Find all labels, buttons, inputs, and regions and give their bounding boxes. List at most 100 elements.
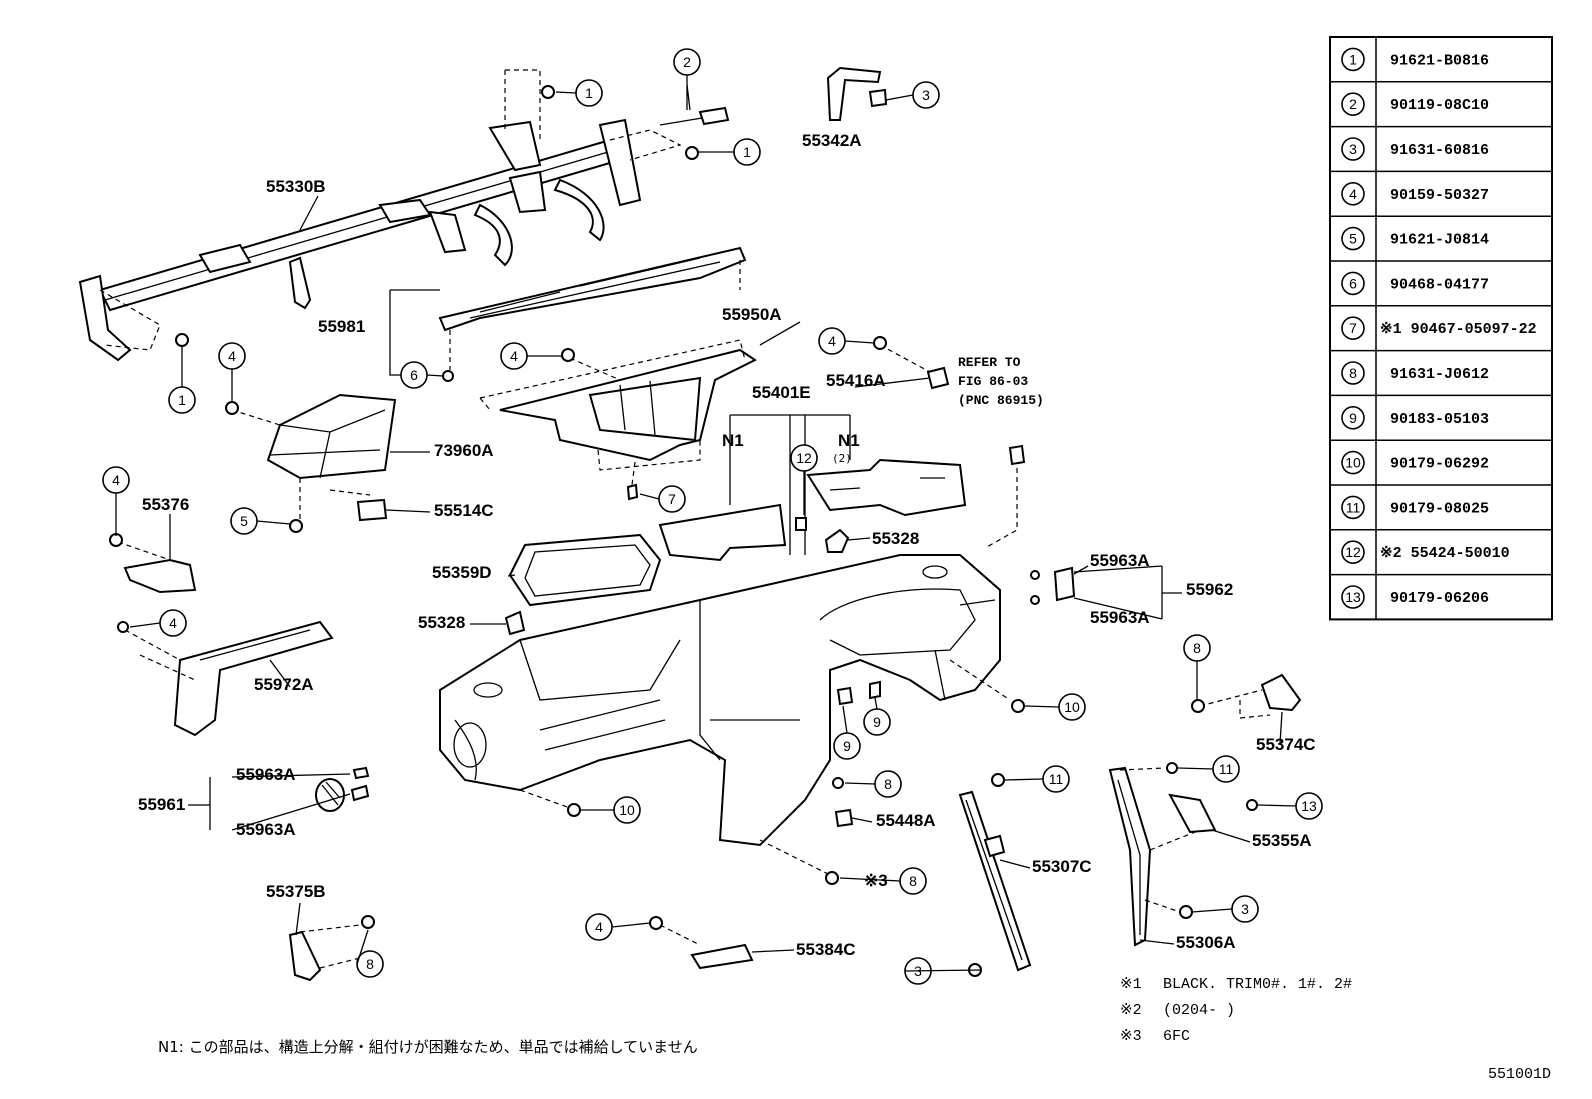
refer-line-1[interactable]: REFER TO: [958, 355, 1021, 370]
callout-number[interactable]: 3: [1241, 901, 1249, 917]
leader-line: [1177, 767, 1214, 770]
part-label-55981[interactable]: 55981: [318, 317, 365, 336]
callout-number[interactable]: 4: [169, 615, 177, 631]
part-label-55950a[interactable]: 55950A: [722, 305, 782, 324]
leader-line: [1073, 565, 1163, 573]
part-label-55448a[interactable]: 55448A: [876, 811, 936, 830]
leader-line: [1279, 711, 1283, 745]
callout-number[interactable]: 4: [112, 472, 120, 488]
part-label-n1b[interactable]: N1: [838, 431, 860, 450]
part-label-55375b[interactable]: 55375B: [266, 882, 326, 901]
parts-table-part-number[interactable]: ※1 90467-05097-22: [1380, 321, 1537, 338]
part-label-55342a[interactable]: 55342A: [802, 131, 862, 150]
parts-table-part-number[interactable]: 91631-J0612: [1390, 366, 1489, 383]
part-label-mark3[interactable]: ※3: [864, 871, 888, 890]
part-label-55374c[interactable]: 55374C: [1256, 735, 1316, 754]
callout-number[interactable]: 13: [1301, 798, 1317, 814]
leader-line: [231, 793, 351, 831]
note-2-mark: ※2: [1120, 1002, 1142, 1019]
part-label-55972a[interactable]: 55972A: [254, 675, 314, 694]
part-label-55359d[interactable]: 55359D: [432, 563, 492, 582]
part-label-55963a_3[interactable]: 55963A: [236, 765, 296, 784]
parts-table-part-number[interactable]: 90179-08025: [1390, 500, 1489, 517]
note-1-text: BLACK. TRIM0#. 1#. 2#: [1163, 976, 1352, 993]
callout-number[interactable]: 8: [366, 956, 374, 972]
callout-number[interactable]: 8: [1193, 640, 1201, 656]
callout-number[interactable]: 12: [796, 450, 812, 466]
leader-line: [751, 949, 795, 953]
part-label-55401e[interactable]: 55401E: [752, 383, 811, 402]
part-label-55376[interactable]: 55376: [142, 495, 189, 514]
part-label-55306a[interactable]: 55306A: [1176, 933, 1236, 952]
callout-number[interactable]: 4: [595, 919, 603, 935]
parts-table-part-number[interactable]: 91621-B0816: [1390, 52, 1489, 69]
callout-number[interactable]: 1: [743, 144, 751, 160]
parts-table-ref-circle: [1341, 47, 1365, 72]
callout-number[interactable]: 7: [668, 491, 676, 507]
callout-number[interactable]: 6: [410, 367, 418, 383]
callout-number[interactable]: 5: [240, 513, 248, 529]
parts-table-ref: 3: [1349, 141, 1357, 157]
leader-line: [885, 94, 914, 101]
refer-line-2[interactable]: FIG 86-03: [958, 374, 1028, 389]
refer-line-3[interactable]: (PNC 86915): [958, 393, 1044, 408]
part-label-55963a_4[interactable]: 55963A: [236, 820, 296, 839]
brackets-lower-drawing: [288, 915, 754, 982]
callout-number[interactable]: 11: [1049, 771, 1064, 787]
duct-55950A-drawing: [479, 339, 757, 501]
panel-top-defroster-drawing: [438, 246, 747, 382]
leader-line: [256, 520, 291, 525]
part-label-55961[interactable]: 55961: [138, 795, 185, 814]
parts-table-part-number[interactable]: 91621-J0814: [1390, 232, 1489, 249]
parts-table-part-number[interactable]: ※2 55424-50010: [1380, 545, 1510, 562]
callout-number[interactable]: 9: [843, 738, 851, 754]
callout-number[interactable]: 1: [585, 85, 593, 101]
note-2-text: (0204- ): [1163, 1002, 1235, 1019]
part-label-55355a[interactable]: 55355A: [1252, 831, 1312, 850]
callout-number[interactable]: 3: [922, 87, 930, 103]
callout-number[interactable]: 10: [619, 802, 635, 818]
callout-number[interactable]: 4: [228, 348, 236, 364]
callout-number[interactable]: 4: [510, 348, 518, 364]
callout-number[interactable]: 11: [1219, 761, 1234, 777]
part-label-55963a_2[interactable]: 55963A: [1090, 608, 1150, 627]
parts-table-ref-circle: [1341, 585, 1365, 609]
leader-line: [611, 922, 651, 928]
part-label-55962[interactable]: 55962: [1186, 580, 1233, 599]
leader-line: [1073, 597, 1163, 620]
part-label-73960a[interactable]: 73960A: [434, 441, 494, 460]
parts-table-part-number[interactable]: 91631-60816: [1390, 142, 1489, 159]
callout-number[interactable]: 4: [828, 333, 836, 349]
leader-line: [555, 91, 577, 94]
parts-table-part-number[interactable]: 90183-05103: [1390, 411, 1489, 428]
parts-table-ref-circle: [1341, 182, 1365, 206]
callout-number[interactable]: 2: [683, 54, 691, 70]
leader-line: [426, 374, 444, 377]
parts-table-part-number[interactable]: 90179-06206: [1390, 590, 1489, 607]
part-label-n1b_sub[interactable]: (2): [832, 452, 852, 465]
callout-number[interactable]: 10: [1064, 699, 1080, 715]
parts-table-part-number[interactable]: 90119-08C10: [1390, 97, 1489, 114]
parts-table-part-number[interactable]: 90468-04177: [1390, 276, 1489, 293]
part-label-55963a_1[interactable]: 55963A: [1090, 551, 1150, 570]
parts-table-ref-circle: [1341, 271, 1365, 296]
part-label-55330b[interactable]: 55330B: [266, 177, 326, 196]
callout-number[interactable]: 8: [909, 873, 917, 889]
parts-table-part-number[interactable]: 90159-50327: [1390, 187, 1489, 204]
callout-number[interactable]: 8: [884, 776, 892, 792]
parts-table-ref-circle: [1341, 316, 1365, 341]
parts-table-part-number[interactable]: 90179-06292: [1390, 456, 1489, 473]
part-label-55328b[interactable]: 55328: [418, 613, 465, 632]
parts-table-ref-circle: [1341, 137, 1365, 161]
leader-line: [844, 340, 875, 344]
callout-number[interactable]: 1: [178, 392, 186, 408]
parts-table-ref-circle: [1341, 495, 1365, 520]
part-label-55307c[interactable]: 55307C: [1032, 857, 1092, 876]
part-label-55384c[interactable]: 55384C: [796, 940, 856, 959]
part-label-55328a[interactable]: 55328: [872, 529, 919, 548]
callout-number[interactable]: 9: [873, 714, 881, 730]
part-label-55514c[interactable]: 55514C: [434, 501, 494, 520]
reinforcement-beam-drawing: [78, 69, 730, 362]
part-label-n1a[interactable]: N1: [722, 431, 744, 450]
